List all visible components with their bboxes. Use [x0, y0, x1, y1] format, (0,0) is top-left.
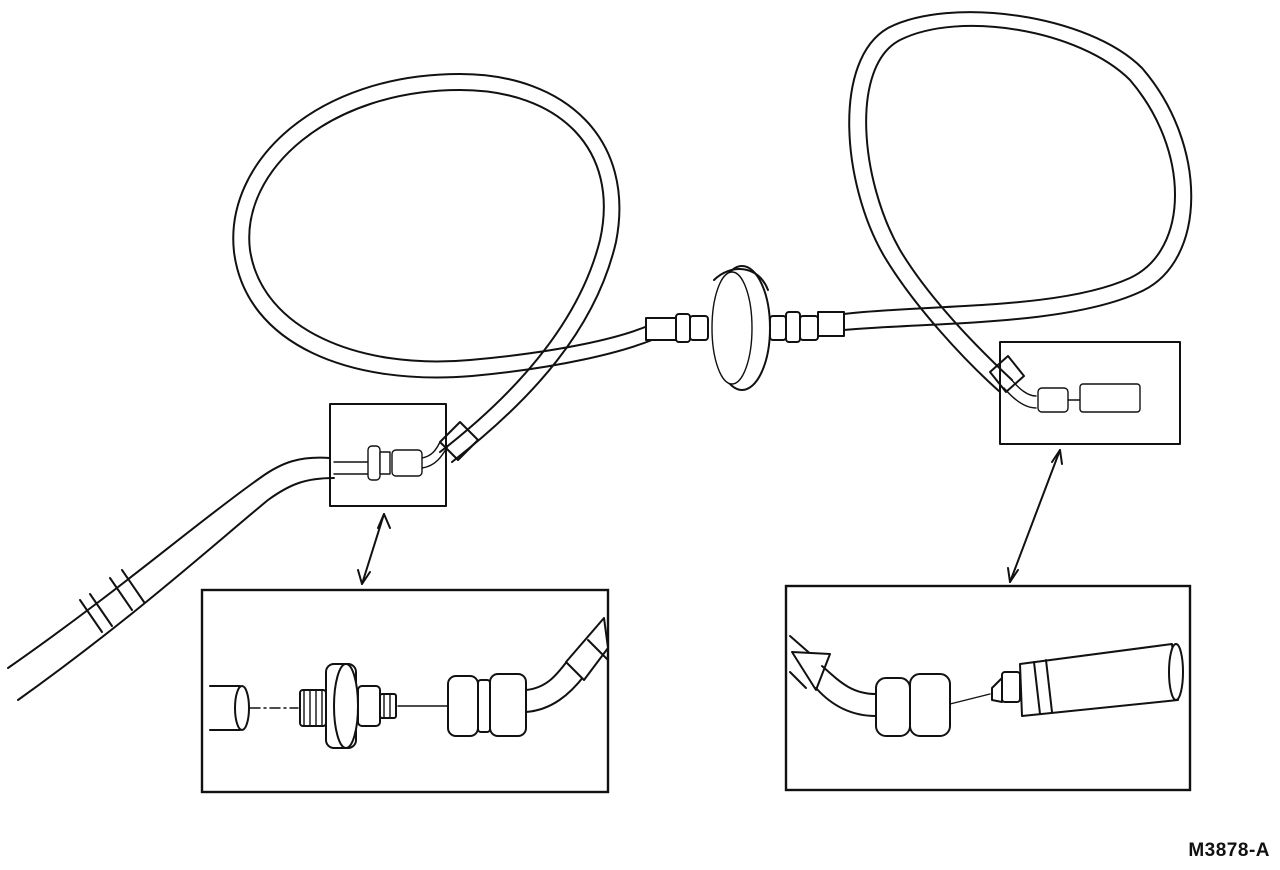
left-detail-marker — [329, 403, 449, 507]
right-coupler — [875, 673, 951, 737]
quick-coupler — [447, 617, 609, 737]
left-loop-hose — [232, 73, 653, 463]
left-service-hose — [7, 456, 335, 701]
right-hose-end — [789, 635, 877, 717]
hose-ferrule — [79, 569, 145, 633]
right-detail-marker — [999, 341, 1181, 445]
left-detail-view — [200, 588, 610, 794]
left-hose-stub — [209, 685, 250, 731]
right-leader-arrow — [1007, 449, 1063, 583]
valve-core-fitting — [299, 663, 397, 749]
right-loop-hose — [843, 11, 1193, 393]
inline-filter — [645, 265, 845, 391]
figure-id-label: M3878-A — [1188, 840, 1270, 861]
left-hose-collar — [439, 421, 479, 461]
right-detail-view — [784, 584, 1192, 792]
left-leader-arrow — [357, 513, 391, 585]
test-cylinder — [991, 643, 1184, 717]
